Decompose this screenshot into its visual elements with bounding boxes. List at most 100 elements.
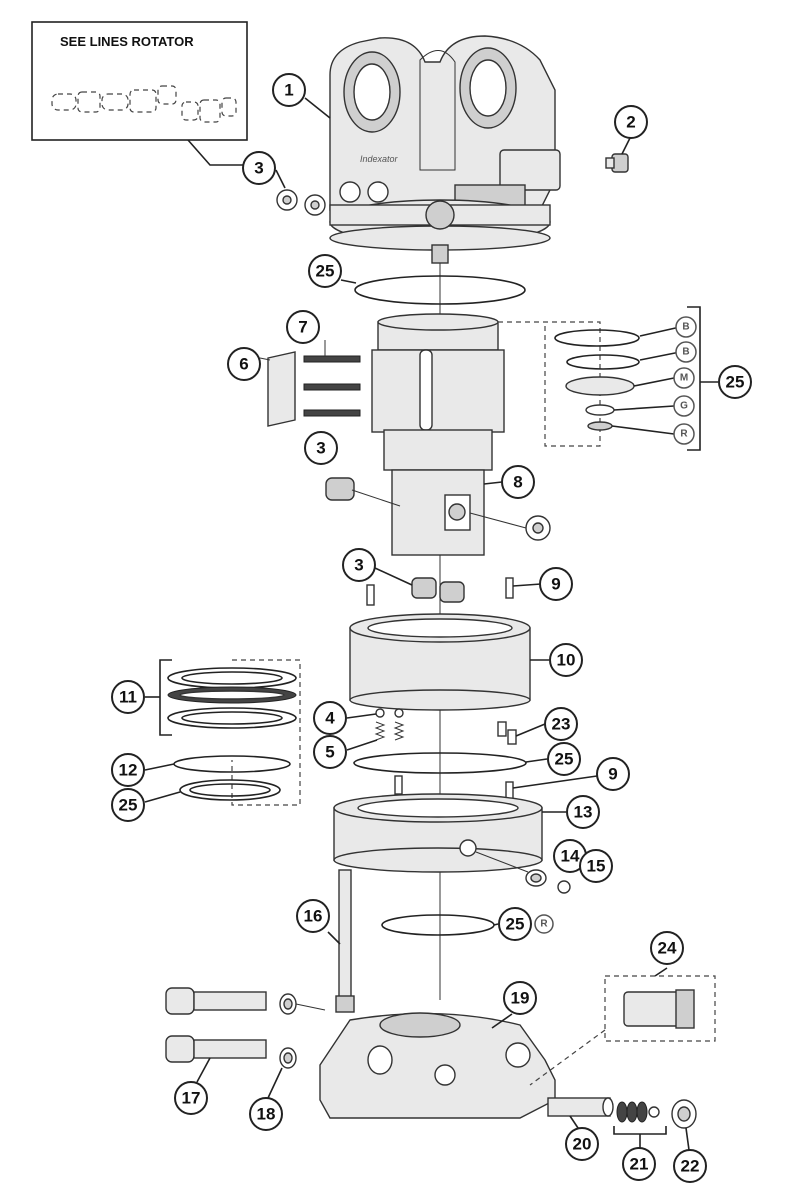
callout-5: 5 (313, 735, 347, 769)
callout-22: 22 (673, 1149, 707, 1183)
part-3-fittings-top (276, 189, 326, 216)
seal-code-m: M (673, 367, 695, 389)
callout-25-left: 25 (111, 788, 145, 822)
svg-text:25: 25 (119, 796, 138, 815)
svg-text:5: 5 (325, 743, 334, 762)
callout-8: 8 (501, 465, 535, 499)
part-18-washers (279, 993, 326, 1069)
callout-3-top: 3 (242, 151, 276, 185)
part-25-seal-left (179, 779, 281, 801)
seal-code-r2: R (534, 914, 554, 934)
svg-text:8: 8 (513, 473, 522, 492)
seal-code-b2: B (675, 341, 697, 363)
svg-text:16: 16 (304, 907, 323, 926)
svg-text:15: 15 (587, 857, 606, 876)
part-3-fittings-bottom (411, 577, 465, 603)
inset-title: SEE LINES ROTATOR (60, 34, 194, 49)
part-4-balls (375, 708, 404, 718)
part-21-spring (616, 1101, 660, 1123)
callout-25-mid: 25 (547, 742, 581, 776)
seal-code-g: G (673, 395, 695, 417)
callout-15: 15 (579, 849, 613, 883)
callout-12: 12 (111, 753, 145, 787)
top-link-housing: Indexator (329, 35, 561, 264)
part-3-fitting-mid (325, 477, 401, 507)
svg-text:3: 3 (354, 556, 363, 575)
svg-text:9: 9 (608, 765, 617, 784)
callout-10: 10 (549, 643, 583, 677)
washer-dash-box (231, 659, 301, 806)
callout-3-mid: 3 (304, 431, 338, 465)
callout-25-lower: 25 (498, 907, 532, 941)
callout-23: 23 (544, 707, 578, 741)
inset-leader (187, 139, 246, 166)
seal-code-r1: R (673, 423, 695, 445)
callout-1: 1 (272, 73, 306, 107)
svg-text:23: 23 (552, 715, 571, 734)
callout-7: 7 (286, 310, 320, 344)
callout-24: 24 (650, 931, 684, 965)
svg-text:25: 25 (555, 750, 574, 769)
callout-14: 14 (553, 839, 587, 873)
callout-3-bottom: 3 (342, 548, 376, 582)
part-24-cartridge (529, 975, 716, 1086)
part-7-springs (303, 355, 361, 417)
part-23-pins (497, 721, 517, 745)
part-10-stator-ring (349, 613, 531, 711)
svg-text:10: 10 (557, 651, 576, 670)
callout-18: 18 (249, 1097, 283, 1131)
callout-9-bottom: 9 (596, 757, 630, 791)
svg-text:13: 13 (574, 803, 593, 822)
part-2-plug (605, 153, 629, 173)
part-17-bolts (165, 987, 267, 1063)
o-ring-lower (381, 914, 495, 936)
part-14-washer (525, 869, 547, 887)
leader-lines (144, 97, 690, 1151)
svg-text:12: 12 (119, 761, 138, 780)
callout-2: 2 (614, 105, 648, 139)
svg-text:21: 21 (630, 1155, 649, 1174)
part-8-plug (469, 512, 551, 541)
pin-9-right (505, 577, 514, 599)
seal-stack (554, 329, 640, 431)
svg-text:20: 20 (573, 1135, 592, 1154)
part-15-ball (557, 880, 571, 894)
inset-box: SEE LINES ROTATOR (31, 21, 248, 166)
svg-text:6: 6 (239, 355, 248, 374)
callout-25-seals: 25 (718, 365, 752, 399)
seal-group-dash-box (498, 321, 601, 447)
svg-text:G: G (680, 401, 688, 412)
callout-9-top: 9 (539, 567, 573, 601)
callout-6: 6 (227, 347, 261, 381)
part-11-thrust-washers (167, 667, 297, 729)
callout-16: 16 (296, 899, 330, 933)
part-13-rotor (333, 793, 543, 873)
part-6-key (267, 351, 296, 427)
callout-11: 11 (111, 680, 145, 714)
svg-text:R: R (540, 919, 548, 930)
brand-mark: Indexator (360, 154, 399, 164)
svg-text:3: 3 (254, 159, 263, 178)
swivel-upper (371, 313, 505, 556)
svg-text:11: 11 (119, 688, 137, 707)
svg-text:25: 25 (316, 262, 335, 281)
svg-text:25: 25 (506, 915, 525, 934)
seal-code-b1: B (675, 316, 697, 338)
callout-20: 20 (565, 1127, 599, 1161)
svg-text:14: 14 (561, 847, 580, 866)
svg-text:B: B (682, 347, 689, 358)
svg-text:B: B (682, 322, 689, 333)
svg-text:3: 3 (316, 439, 325, 458)
svg-text:4: 4 (325, 709, 335, 728)
svg-text:1: 1 (284, 81, 293, 100)
part-22-cap (671, 1099, 697, 1129)
svg-text:R: R (680, 429, 688, 440)
svg-text:2: 2 (626, 113, 635, 132)
callout-21: 21 (622, 1147, 656, 1181)
o-ring-mid (353, 752, 527, 774)
part-16-bolt (335, 869, 355, 1013)
inset-hose-drawing (51, 85, 237, 123)
callout-19: 19 (503, 981, 537, 1015)
